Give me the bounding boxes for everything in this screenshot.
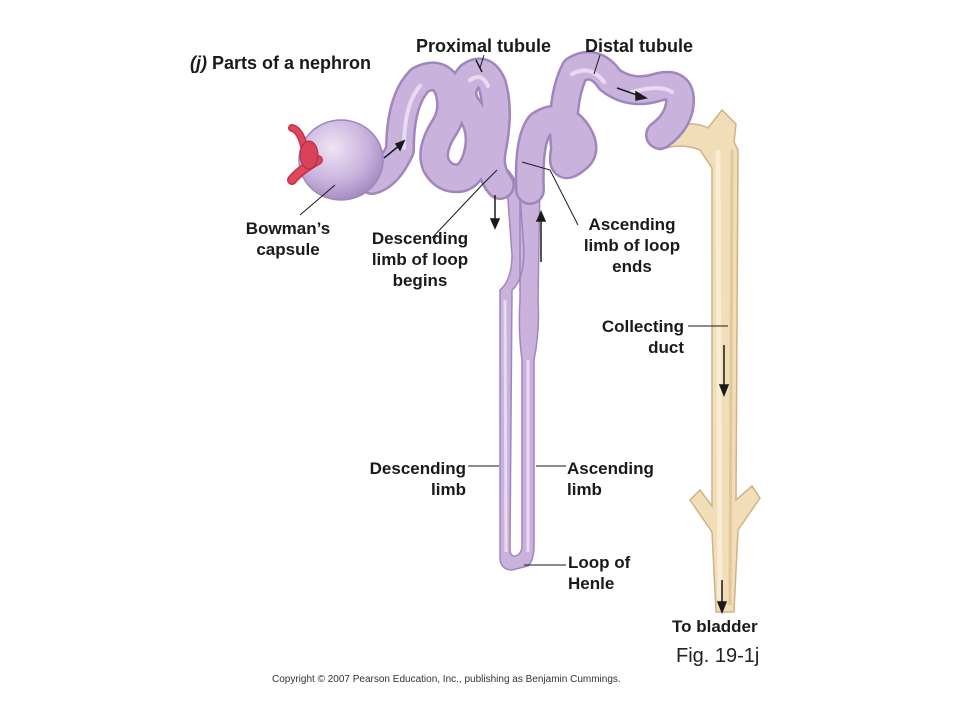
flow-arrows <box>383 59 730 615</box>
label-collecting-duct: Collecting duct <box>576 316 684 358</box>
label-line: duct <box>648 338 684 357</box>
label-line: limb <box>567 480 602 499</box>
label-line: Descending <box>369 459 466 478</box>
label-line: Collecting <box>601 317 684 336</box>
label-loop-of-henle: Loop of Henle <box>568 552 630 594</box>
label-line: Henle <box>568 574 615 593</box>
label-line: ends <box>612 257 652 276</box>
arrow-proximal <box>475 59 483 73</box>
label-descending-limb: Descending limb <box>346 458 466 500</box>
loop-of-henle <box>481 159 541 571</box>
label-distal-tubule: Distal tubule <box>585 36 694 56</box>
label-line: Loop of <box>568 553 631 572</box>
label-line: limb <box>431 480 466 499</box>
figure-heading: (j) Parts of a nephron <box>190 53 371 74</box>
label-line: limb of loop <box>583 236 681 255</box>
label-bowmans-capsule: Bowman’s capsule <box>236 218 340 260</box>
label-ascending-limb-ends: Ascending limb of loop ends <box>572 214 692 277</box>
figure-number: Fig. 19-1j <box>676 645 760 667</box>
label-line: capsule <box>256 240 320 259</box>
part-letter: (j) <box>190 53 207 73</box>
label-line: Ascending <box>567 459 654 478</box>
label-line: limb of loop <box>371 250 469 269</box>
collecting-duct <box>659 108 761 613</box>
label-descending-limb-begins: Descending limb of loop begins <box>360 228 480 291</box>
distal-tubule <box>514 50 695 205</box>
label-line: begins <box>392 271 448 290</box>
label-line: Descending <box>371 229 469 248</box>
copyright-notice: Copyright © 2007 Pearson Education, Inc.… <box>272 674 621 685</box>
label-line: Ascending <box>588 215 676 234</box>
label-line: Bowman’s <box>245 219 331 238</box>
leader-lines <box>299 54 728 566</box>
label-ascending-limb: Ascending limb <box>567 458 654 500</box>
label-to-bladder: To bladder <box>672 617 758 636</box>
blood-vessels <box>287 124 323 185</box>
figure-title: Parts of a nephron <box>212 53 372 73</box>
label-proximal-tubule: Proximal tubule <box>416 36 552 56</box>
proximal-tubule <box>357 57 515 200</box>
bowmans-capsule <box>298 119 384 201</box>
